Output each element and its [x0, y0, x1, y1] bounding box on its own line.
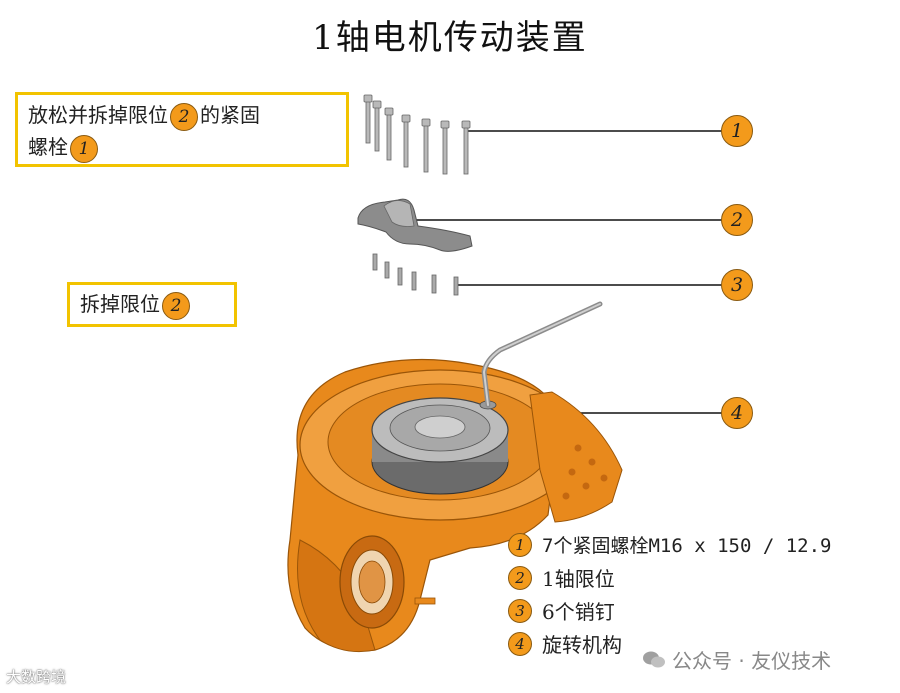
bolt	[422, 119, 430, 172]
callout-1: 1	[721, 115, 753, 147]
callout-4: 4	[721, 397, 753, 429]
bolts-group	[364, 95, 470, 174]
bolt	[364, 95, 372, 143]
legend-text: 6个销钉	[542, 596, 615, 625]
wechat-icon	[642, 650, 666, 670]
parts-legend: 1 7个紧固螺栓M16 x 150 / 12.9 2 1轴限位 3 6个销钉 4…	[506, 528, 831, 660]
bolt	[441, 121, 449, 174]
pins-group	[373, 254, 458, 295]
legend-item: 1 7个紧固螺栓M16 x 150 / 12.9	[506, 528, 831, 561]
watermark-right-text: 公众号 · 友仪技术	[672, 645, 831, 674]
callout-3: 3	[721, 269, 753, 301]
legend-badge: 1	[508, 533, 532, 557]
pin	[412, 272, 416, 290]
limit-stop-part	[358, 199, 472, 251]
legend-text: 旋转机构	[542, 629, 622, 658]
legend-badge: 2	[508, 566, 532, 590]
bolt	[385, 108, 393, 160]
bolt	[402, 115, 410, 167]
legend-item: 3 6个销钉	[506, 594, 831, 627]
legend-badge: 3	[508, 599, 532, 623]
bolt	[462, 121, 470, 174]
pin	[373, 254, 377, 270]
watermark-right: 公众号 · 友仪技术	[642, 645, 831, 674]
legend-text: 1轴限位	[542, 563, 615, 592]
pin	[398, 268, 402, 285]
legend-text: 7个紧固螺栓M16 x 150 / 12.9	[542, 531, 831, 558]
pin	[432, 275, 436, 293]
watermark-left: 大数跨境	[6, 666, 66, 687]
pin	[385, 262, 389, 278]
pin	[454, 277, 458, 295]
legend-item: 2 1轴限位	[506, 561, 831, 594]
legend-badge: 4	[508, 632, 532, 656]
callout-2: 2	[721, 204, 753, 236]
bolt	[373, 101, 381, 151]
